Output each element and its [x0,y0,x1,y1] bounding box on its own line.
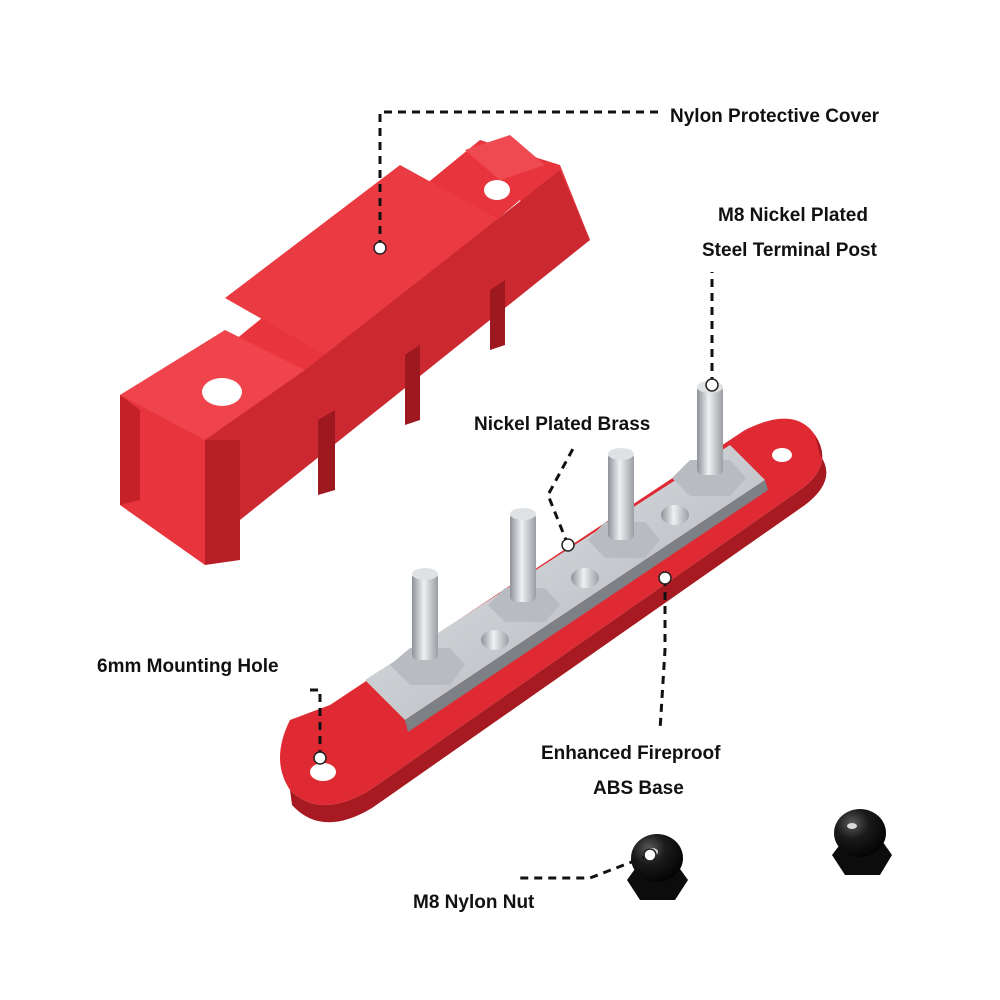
label-nickel-plated-brass: Nickel Plated Brass [474,414,650,435]
label-terminal-post-line2: Steel Terminal Post [702,240,878,261]
nylon-nut-left [627,834,688,900]
nylon-nut-right [832,809,892,875]
pointer-dot [705,378,719,392]
base-hole-right [772,448,792,462]
pointer-dot [561,538,575,552]
pointer-dot [373,241,387,255]
pointer-dot [643,848,657,862]
pointer-dot [658,571,672,585]
leader-lines [305,110,719,880]
terminal-posts [390,381,746,685]
cover-hole-right [484,180,510,200]
label-terminal-post-line1: M8 Nickel Plated [718,205,868,226]
terminal-post [588,448,660,558]
label-mounting-hole: 6mm Mounting Hole [97,656,279,677]
label-abs-base-line1: Enhanced Fireproof [541,743,721,764]
leader-cover [378,110,660,248]
terminal-post [390,568,465,685]
pointer-dot [313,751,327,765]
terminal-post [488,508,560,622]
leader-brass [546,444,577,546]
base-hole-left [310,763,336,781]
small-screw [571,568,599,588]
label-abs-base-line2: ABS Base [593,778,684,799]
small-screw [481,630,509,650]
label-nylon-nut: M8 Nylon Nut [413,892,535,913]
leader-base [658,578,667,731]
leader-hole [305,688,322,758]
leader-nut [520,853,651,880]
small-screws [481,505,689,650]
protective-cover [120,135,590,565]
callout-labels: Nylon Protective Cover M8 Nickel Plated … [97,106,880,913]
label-nylon-protective-cover: Nylon Protective Cover [670,106,880,127]
small-screw [661,505,689,525]
cover-hole-left [202,378,242,406]
